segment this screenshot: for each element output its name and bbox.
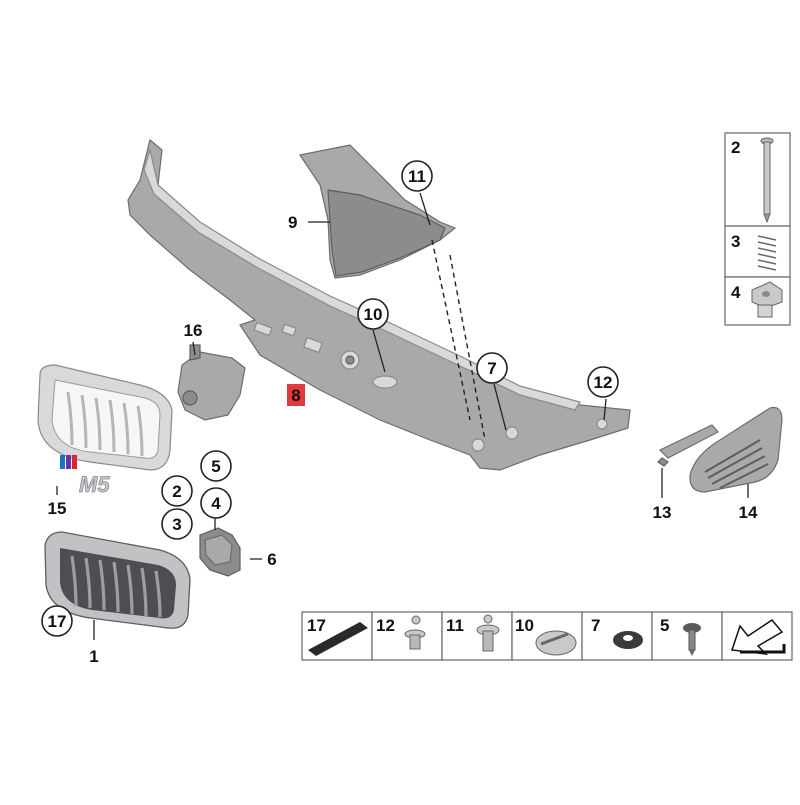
expanding-rivet-icon xyxy=(476,614,500,652)
callout-13: 13 xyxy=(653,503,672,522)
arrow-icon xyxy=(730,619,786,655)
legend-side-2: 2 xyxy=(731,138,740,157)
callout-14: 14 xyxy=(739,503,758,522)
legend-bottom-5: 5 xyxy=(660,616,669,635)
label-10: 10 xyxy=(364,305,383,324)
label-7: 7 xyxy=(487,359,496,378)
m5-emblem: M5 xyxy=(60,455,111,497)
part-14-vent xyxy=(689,406,783,493)
leader-lines xyxy=(56,192,749,640)
legend-side-3: 3 xyxy=(731,232,740,251)
callout-1: 1 xyxy=(89,647,98,666)
panel-8 xyxy=(127,138,631,471)
bottom-legend: 17 12 11 10 7 5 xyxy=(301,611,793,661)
callout-11: 11 xyxy=(401,160,433,192)
callout-17: 17 xyxy=(41,605,73,637)
screw-icon xyxy=(683,623,701,656)
callout-9: 9 xyxy=(288,213,297,232)
part-13-trim xyxy=(657,424,719,467)
legend-bottom-7: 7 xyxy=(591,616,600,635)
label-12: 12 xyxy=(594,373,613,392)
callout-15: 15 xyxy=(48,499,67,518)
legend-side-4: 4 xyxy=(731,283,741,302)
washer-icon xyxy=(613,631,643,649)
grommet-icon xyxy=(535,630,577,656)
bolt-icon xyxy=(760,137,774,224)
part-9-shield xyxy=(299,144,457,279)
foam-pad-icon xyxy=(308,622,368,656)
label-6: 6 xyxy=(267,550,276,569)
label-4: 4 xyxy=(211,494,221,513)
label-13: 13 xyxy=(653,503,672,522)
highlight-box xyxy=(287,384,305,406)
legend-bottom-12: 12 xyxy=(376,616,395,635)
legend-bottom-11: 11 xyxy=(446,616,464,635)
part-15-grille-frame xyxy=(37,364,173,471)
callout-10: 10 xyxy=(357,298,389,330)
callout-5: 5 xyxy=(200,450,232,482)
label-2: 2 xyxy=(172,482,181,501)
plastic-rivet-icon xyxy=(404,615,426,650)
callout-2: 2 xyxy=(161,475,193,507)
callout-12: 12 xyxy=(587,366,619,398)
part-16-bracket xyxy=(177,344,246,421)
label-15: 15 xyxy=(48,499,67,518)
side-legend: 2 3 4 xyxy=(724,132,791,326)
label-1: 1 xyxy=(89,647,98,666)
callout-3: 3 xyxy=(161,508,193,540)
spring-icon xyxy=(757,235,777,271)
legend-bottom-17: 17 xyxy=(307,616,326,635)
callout-16: 16 xyxy=(184,321,203,340)
label-14: 14 xyxy=(739,503,758,522)
part-1-grille xyxy=(44,531,191,629)
spring-nut-icon xyxy=(751,281,783,318)
part-6-bracket xyxy=(199,527,241,577)
callout-8-highlighted: 8 xyxy=(287,384,305,406)
label-3: 3 xyxy=(172,515,181,534)
label-5: 5 xyxy=(211,457,220,476)
callout-4: 4 xyxy=(200,487,232,519)
label-17: 17 xyxy=(48,612,67,631)
label-8: 8 xyxy=(291,386,300,405)
emblem-text: M5 xyxy=(79,472,110,497)
label-11: 11 xyxy=(408,167,426,186)
label-16: 16 xyxy=(184,321,203,340)
callout-6: 6 xyxy=(267,550,276,569)
label-9: 9 xyxy=(288,213,297,232)
legend-bottom-10: 10 xyxy=(515,616,534,635)
callout-7: 7 xyxy=(476,352,508,384)
